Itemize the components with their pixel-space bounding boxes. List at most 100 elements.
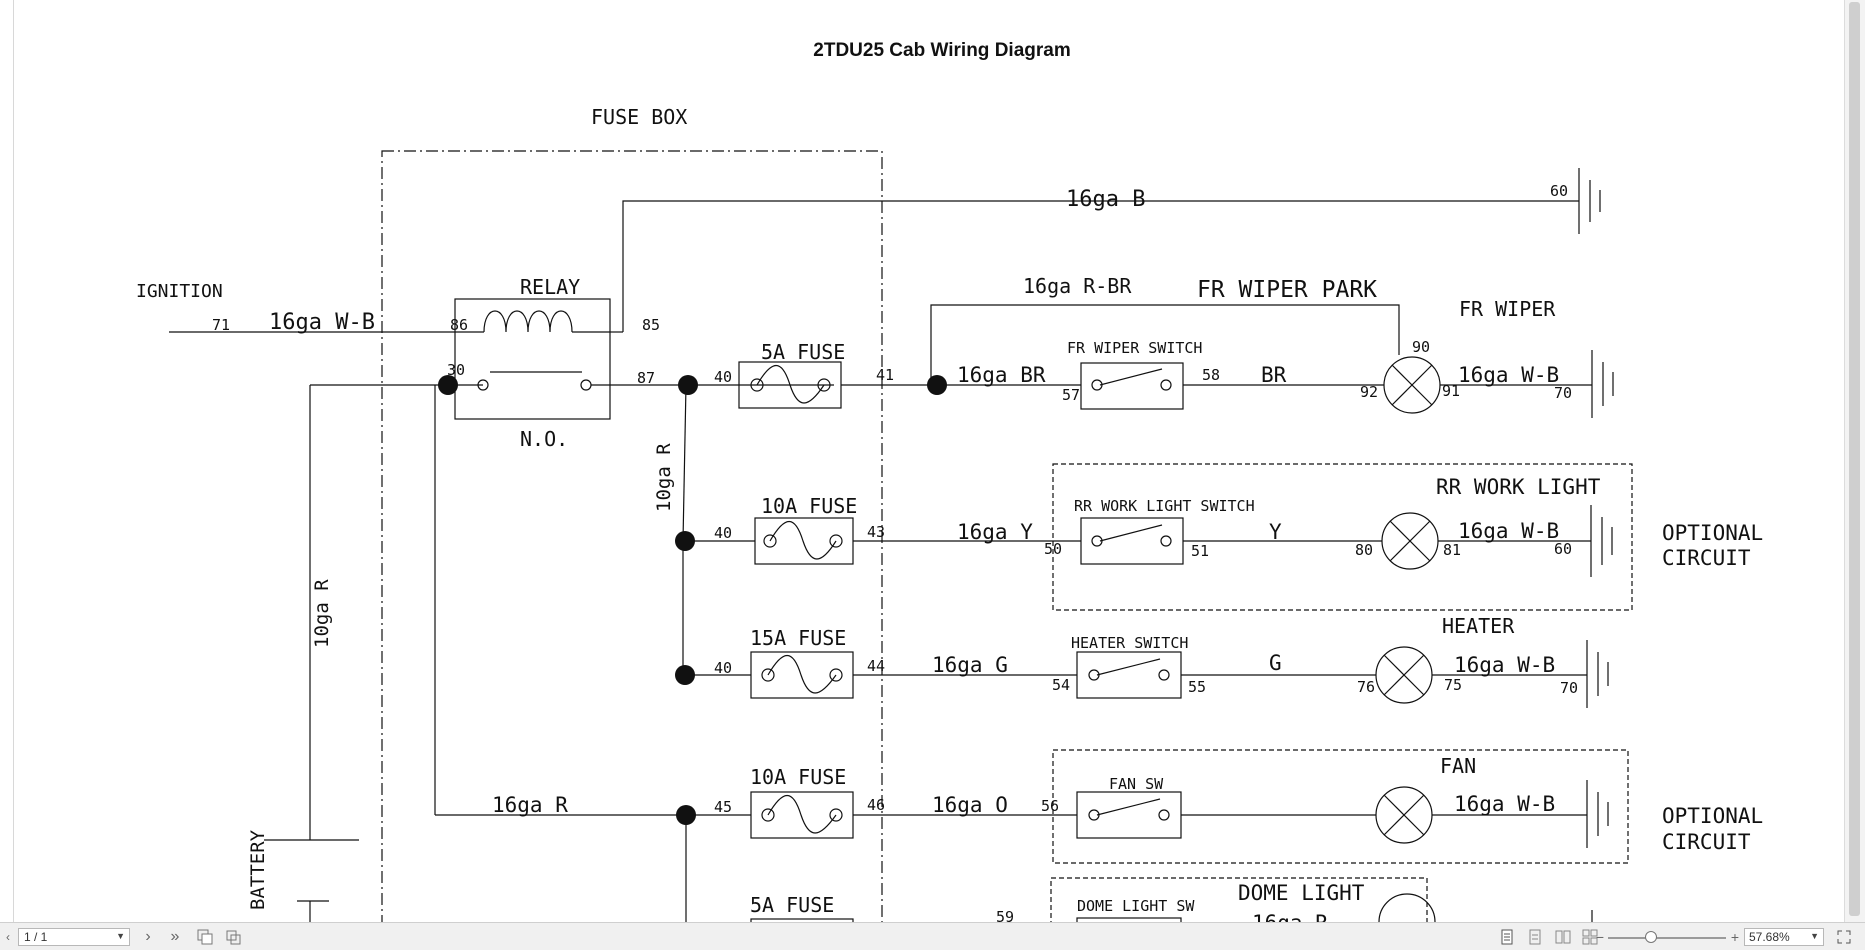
pin-44: 44	[867, 657, 885, 675]
pin-57: 57	[1062, 386, 1080, 404]
wire-partial-label: 16ga R	[1252, 911, 1328, 922]
fuse-5a-bottom-label: 5A FUSE	[750, 893, 834, 917]
prev-arrow-icon[interactable]: ‹	[6, 930, 10, 944]
pin-91: 91	[1442, 382, 1460, 400]
pin-81: 81	[1443, 541, 1461, 559]
pin-70-a: 70	[1554, 384, 1572, 402]
pin-41: 41	[876, 366, 894, 384]
document-viewer[interactable]: 2TDU25 Cab Wiring Diagram FUSE BOX IGNIT…	[0, 0, 1865, 922]
fr-wiper-park-label: FR WIPER PARK	[1197, 277, 1377, 303]
relay-box	[454, 298, 611, 420]
pin-90: 90	[1412, 338, 1430, 356]
continuous-icon[interactable]	[1525, 927, 1545, 947]
wire-16ga-r-label: 16ga R	[492, 793, 568, 817]
fit-screen-icon[interactable]	[1834, 927, 1854, 947]
wire-16ga-rbr	[930, 304, 1400, 385]
wire-16ga-o-label: 16ga O	[932, 793, 1008, 817]
fuse-5a-bottom	[750, 918, 854, 922]
rr-work-light-label: RR WORK LIGHT	[1436, 475, 1601, 499]
rr-work-light-switch	[1080, 517, 1184, 565]
pin-71: 71	[212, 316, 230, 334]
ignition-label: IGNITION	[136, 281, 223, 302]
pin-56: 56	[1041, 797, 1059, 815]
dome-light-label: DOME LIGHT	[1238, 881, 1365, 905]
fr-wiper-label: FR WIPER	[1459, 297, 1556, 321]
fan-switch-label: FAN SW	[1109, 775, 1164, 793]
wire-g-label: G	[1269, 651, 1282, 675]
pdf-page: 2TDU25 Cab Wiring Diagram FUSE BOX IGNIT…	[13, 0, 1847, 922]
pin-50: 50	[1044, 540, 1062, 558]
pin-80: 80	[1355, 541, 1373, 559]
wire-10ga-r-bus	[682, 384, 687, 542]
pin-70-b: 70	[1560, 679, 1578, 697]
circuit-label-2: CIRCUIT	[1662, 830, 1751, 854]
pin-46: 46	[867, 796, 885, 814]
vertical-scrollbar[interactable]	[1844, 0, 1865, 922]
wiring-diagram: 2TDU25 Cab Wiring Diagram FUSE BOX IGNIT…	[136, 40, 1763, 922]
fan-label: FAN	[1440, 754, 1476, 778]
wire-16ga-g-label: 16ga G	[932, 653, 1008, 677]
heater-switch-label: HEATER SWITCH	[1071, 634, 1188, 652]
zoom-value: 57.68%	[1749, 930, 1790, 944]
chevron-down-icon: ▼	[1810, 931, 1819, 941]
duplicate-icon[interactable]	[224, 927, 242, 947]
relay-coil	[469, 310, 610, 333]
optional-label-2: OPTIONAL	[1662, 804, 1763, 828]
zoom-in-icon[interactable]: +	[1730, 929, 1740, 945]
fuse-15a	[750, 651, 854, 699]
zoom-slider-thumb[interactable]	[1645, 931, 1657, 943]
wire-16ga-b	[622, 200, 1579, 332]
fuse-10a-mid	[754, 517, 854, 565]
grid-view-icon[interactable]	[1580, 927, 1600, 947]
fuse-box-outline	[381, 150, 883, 922]
wire-16ga-rbr-label: 16ga R-BR	[1023, 274, 1132, 298]
fr-wiper-switch-label: FR WIPER SWITCH	[1067, 339, 1202, 357]
last-page-icon[interactable]: »	[170, 928, 180, 945]
zoom-select[interactable]: 57.68% ▼	[1744, 928, 1824, 946]
fuse-box-label: FUSE BOX	[591, 105, 687, 129]
pin-40-b: 40	[714, 524, 732, 542]
optional-box-rr	[1052, 463, 1633, 611]
fuse-10a-fan-label: 10A FUSE	[750, 765, 846, 789]
single-page-icon[interactable]	[1497, 927, 1517, 947]
pin-54: 54	[1052, 676, 1070, 694]
heater-switch	[1076, 651, 1182, 699]
pin-45: 45	[714, 798, 732, 816]
pin-55: 55	[1188, 678, 1206, 696]
dome-light-switch-label: DOME LIGHT SW	[1077, 897, 1195, 915]
battery-label: BATTERY	[247, 829, 269, 910]
wire-16ga-br-label: 16ga BR	[957, 363, 1046, 387]
pin-58: 58	[1202, 366, 1220, 384]
wire-y-label: Y	[1269, 520, 1282, 544]
wire-ignition-label: 16ga W-B	[269, 310, 375, 335]
fuse-10a-fan	[750, 791, 854, 839]
pin-87: 87	[637, 369, 655, 387]
pin-92: 92	[1360, 383, 1378, 401]
two-page-icon[interactable]	[1553, 927, 1573, 947]
page-select[interactable]: 1 / 1 ▼	[18, 928, 130, 946]
pin-85: 85	[642, 316, 660, 334]
pin-30: 30	[447, 361, 465, 379]
pin-59: 59	[996, 908, 1014, 922]
relay-no-label: N.O.	[520, 427, 568, 451]
relay-label: RELAY	[520, 275, 580, 299]
zoom-slider-track[interactable]	[1608, 937, 1726, 939]
wire-16ga-b-label: 16ga B	[1066, 187, 1145, 212]
scrollbar-thumb[interactable]	[1849, 2, 1860, 916]
copy-page-icon[interactable]	[196, 927, 214, 947]
page-indicator: 1 / 1	[24, 930, 48, 944]
chevron-down-icon: ▼	[116, 931, 125, 941]
circuit-label-1: CIRCUIT	[1662, 546, 1751, 570]
wire-10ga-r-battery-label: 10ga R	[311, 579, 333, 648]
fan-switch	[1076, 791, 1182, 839]
pin-86: 86	[450, 316, 468, 334]
fuse-10a-mid-label: 10A FUSE	[761, 494, 857, 518]
wire-heater-ground-label: 16ga W-B	[1454, 653, 1555, 677]
pin-60-top: 60	[1550, 182, 1568, 200]
dome-light-switch	[1076, 917, 1182, 922]
wire-br-label: BR	[1261, 363, 1287, 387]
heater-label: HEATER	[1442, 614, 1515, 638]
zoom-out-icon[interactable]: −	[1595, 929, 1605, 945]
pin-40-a: 40	[714, 368, 732, 386]
next-arrow-icon[interactable]: ›	[145, 928, 151, 945]
